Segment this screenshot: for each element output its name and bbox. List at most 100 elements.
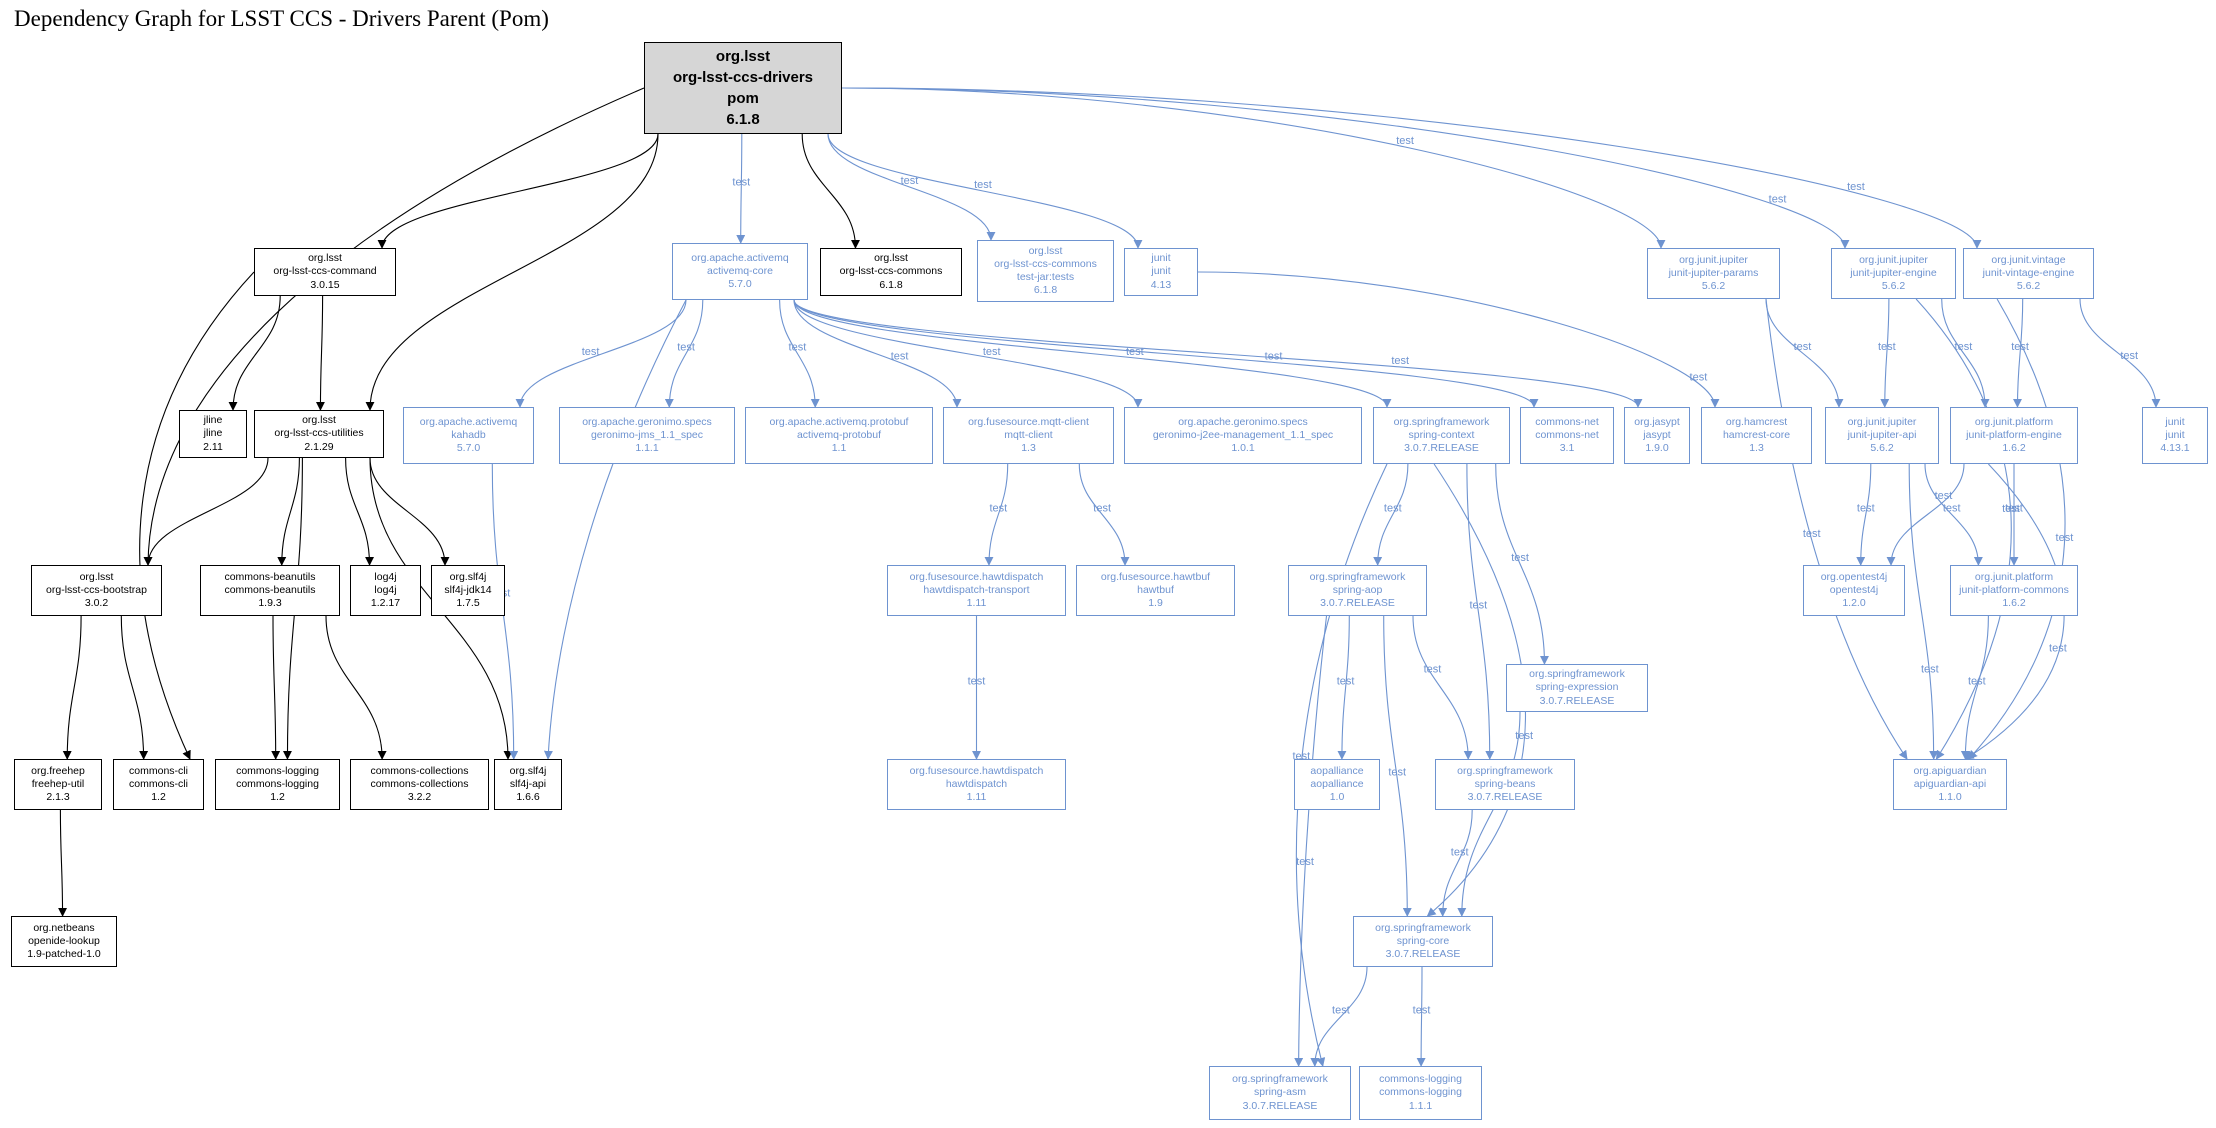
edge-ccs-utilities--ccs-bootstrap [143, 457, 269, 566]
edge-activemq-core--slf4j-api [543, 299, 687, 760]
node-label-line: junit [1151, 265, 1171, 278]
edge-drivers-pom--ccs-commons [801, 133, 860, 249]
node-label-line: commons-logging [1379, 1086, 1462, 1099]
node-label-line: junit-platform-commons [1959, 583, 2069, 596]
node-label-line: 3.0.7.RELEASE [1539, 694, 1615, 707]
page-title: Dependency Graph for LSST CCS - Drivers … [14, 6, 549, 31]
node-label-line: org.apache.activemq [419, 415, 518, 428]
edge-spring-core--commons-logging-111 [1416, 966, 1426, 1067]
edge-scope-label: test [983, 346, 1001, 358]
edge-scope-label: test [677, 342, 695, 354]
edge-scope-label: test [989, 503, 1007, 515]
edge-scope-label: test [1384, 503, 1402, 515]
node-label-line: 1.11 [966, 597, 987, 610]
edge-scope-label: test [1968, 676, 1986, 688]
edge-drivers-pom--jupiter-params [841, 87, 1666, 249]
edge-ccs-utilities--commons-beanutils [277, 457, 300, 566]
edge-scope-label: test [1391, 355, 1409, 367]
node-label-line: slf4j-api [509, 777, 547, 790]
node-label-line: org.fusesource.hawtdispatch [909, 570, 1044, 583]
node-label-line: junit-vintage-engine [1982, 266, 2075, 279]
node-label-line: org.lsst [874, 252, 908, 265]
node-label-line: log4j [374, 583, 397, 596]
edge-scope-label: test [1878, 341, 1896, 353]
node-label-line: org.apache.activemq [691, 251, 789, 264]
node-label-line: org.netbeans [33, 921, 95, 934]
node-label-line: 1.1.1 [1408, 1099, 1433, 1112]
edge-scope-label: test [1857, 503, 1875, 515]
edge-mqtt-client--hawtbuf [1078, 463, 1130, 566]
node-label-line: org.lsst [308, 252, 342, 265]
edge-spring-context--spring-core [1426, 463, 1527, 917]
node-label-line: org.opentest4j [1820, 570, 1888, 583]
node-label-line: 3.0.7.RELEASE [1320, 597, 1395, 610]
node-label-line: jasypt [1643, 428, 1671, 441]
edge-jupiter-engine--jupiter-api [1880, 298, 1890, 408]
node-label-line: commons-logging [1379, 1073, 1462, 1086]
node-label-line: org.lsst [1028, 244, 1063, 257]
node-label-line: 1.3 [1749, 442, 1764, 455]
edge-spring-aop--spring-core [1383, 615, 1412, 917]
node-label-line: aopalliance [1310, 764, 1364, 777]
node-label-line: test-jar:tests [1016, 271, 1075, 283]
edge-scope-label: test [789, 342, 807, 354]
node-label-line: 1.2.0 [1842, 597, 1866, 610]
edge-jupiter-api--apiguardian [1908, 463, 1939, 760]
edge-scope-label: test [974, 179, 992, 191]
edge-scope-label: test [1413, 1005, 1431, 1017]
edge-jupiter-api--platform-commons [1924, 463, 1983, 566]
edge-scope-label: test [968, 676, 986, 688]
edge-spring-aop--aopalliance [1337, 615, 1350, 760]
node-label-line: hawtdispatch [945, 777, 1008, 790]
node-label-line: commons-cli [129, 777, 188, 790]
edge-activemq-core--jasypt [793, 299, 1643, 408]
node-label-line: org.springframework [1529, 668, 1625, 681]
edge-scope-label: test [1265, 350, 1283, 362]
edge-scope-label: test [1511, 552, 1529, 564]
node-label-line: aopalliance [1310, 777, 1364, 790]
edge-scope-label: test [1388, 766, 1406, 778]
node-label-line: org.springframework [1375, 921, 1471, 934]
node-label-line: org.apiguardian [1913, 764, 1987, 777]
node-label-line: pom [727, 90, 759, 107]
edge-scope-label: test [1451, 847, 1469, 859]
edge-activemq-core--geronimo-jms [664, 299, 704, 408]
edge-scope-label: test [1943, 503, 1961, 515]
edge-ccs-command--jline [228, 295, 281, 411]
edge-freehep-util--openide-lookup [58, 809, 68, 917]
edge-ccs-bootstrap--freehep-util [62, 615, 82, 760]
node-label-line: log4j [374, 570, 397, 583]
node-label-line: org.jasypt [1634, 415, 1680, 428]
node-label-line: commons-collections [370, 764, 469, 777]
node-label-line: commons-cli [129, 764, 188, 777]
node-label-line: spring-expression [1535, 681, 1619, 694]
node-label-line: junit-jupiter-engine [1850, 266, 1937, 279]
node-label-line: 2.11 [203, 440, 223, 453]
edge-scope-label: test [1337, 676, 1355, 688]
edge-scope-label: test [1332, 1005, 1350, 1017]
edge-scope-label: test [1847, 181, 1865, 193]
node-label-line: org.springframework [1457, 764, 1553, 777]
node-label-line: freehep-util [31, 777, 85, 790]
edge-spring-context--spring-beans [1466, 463, 1495, 760]
node-label-line: org.apache.geronimo.specs [582, 415, 712, 428]
node-label-line: 1.11 [966, 791, 987, 804]
node-label-line: org.freehep [31, 764, 85, 777]
edge-spring-beans--spring-core [1438, 809, 1473, 917]
node-label-line: opentest4j [1829, 583, 1879, 596]
node-label-line: 6.1.8 [879, 278, 903, 291]
